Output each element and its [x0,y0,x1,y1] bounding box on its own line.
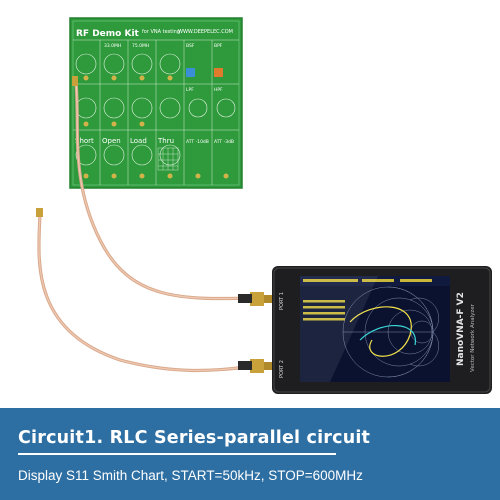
board-subtitle: for VNA testing [142,29,180,35]
board-label-33mh: 33.0MH [104,43,121,49]
port1-label: PORT 1 [279,292,285,310]
screen-readout [303,279,432,321]
board-label-lpf: LPF [186,87,194,93]
analyzer-brand: NanoVNA-F V2 [456,292,466,366]
board-label-bsf: BSF [186,43,195,49]
board-label-thru: Thru [157,137,174,145]
caption-underline [18,453,336,455]
board-label-bpf: BPF [214,43,223,49]
board-label-hpf: HPF [214,87,223,93]
board-cell-grid [73,40,239,185]
rf-demo-kit-board: RF Demo Kit for VNA testing WWW.DEEPELEC… [69,17,243,189]
coax-cable-2 [36,208,258,373]
analyzer-screen [300,276,450,382]
board-label-75mh: 75.0MH [132,43,149,49]
product-photo: RF Demo Kit for VNA testing WWW.DEEPELEC… [36,17,492,394]
coax-cable-1 [72,76,258,301]
nanovna-analyzer: PORT 1 PORT 2 [272,266,492,394]
port2-label: PORT 2 [279,360,285,378]
analyzer-model: Vector Network Analyzer [470,303,476,372]
bpf-component [214,68,223,77]
bsf-component [186,68,195,77]
caption-banner: Circuit1. RLC Series-parallel circuit Di… [0,408,500,500]
board-label-load: Load [130,137,147,145]
board-title: RF Demo Kit [76,29,140,39]
board-label-open: Open [102,137,121,145]
board-label-short: Short [75,137,94,145]
board-website: WWW.DEEPELEC.COM [178,29,233,35]
port1-connector [238,292,276,306]
caption-title: Circuit1. RLC Series-parallel circuit [18,428,371,448]
board-label-att10: ATT -10dB [186,139,209,145]
port2-connector [238,359,276,373]
board-sma-pads [83,75,229,179]
board-smith-icons [75,53,236,166]
screen-smith-chart [342,286,439,378]
caption-subtitle: Display S11 Smith Chart, START=50kHz, ST… [18,468,363,483]
board-label-att3: ATT -3dB [214,139,234,145]
screen-trace [349,306,416,357]
